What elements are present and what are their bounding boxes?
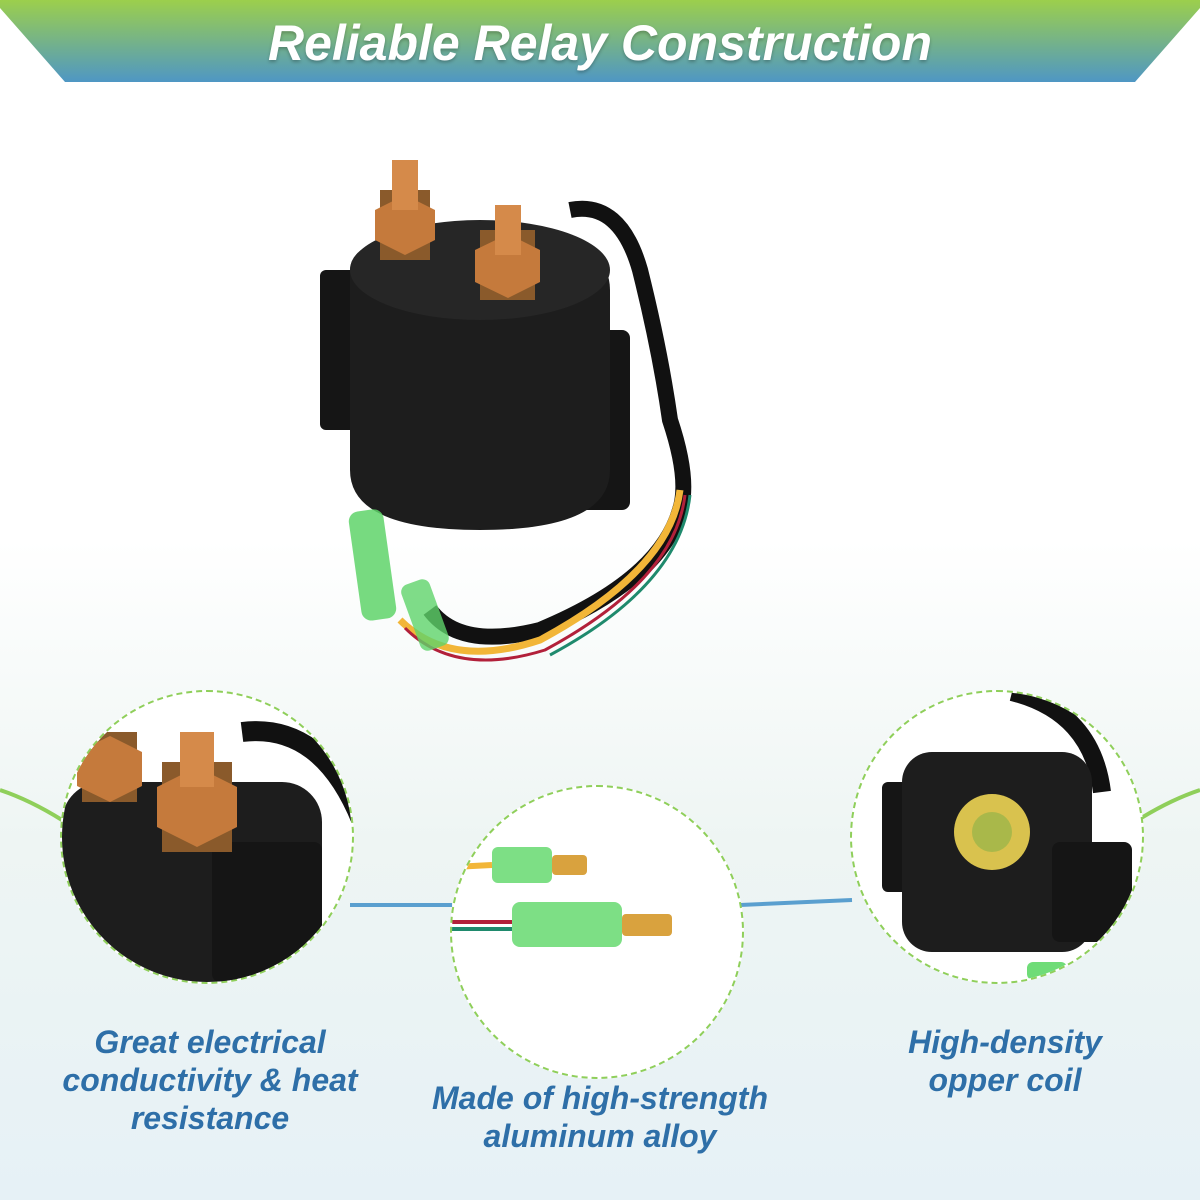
title-banner (0, 0, 1200, 82)
feature-caption-coil-line-1: High-density (908, 1024, 1102, 1060)
relay-image (320, 160, 692, 662)
page-title: Reliable Relay Construction (267, 15, 933, 71)
feature-caption-conductivity-line-3: resistance (130, 1100, 290, 1136)
feature-caption-conductivity-line-1: Great electrical (94, 1024, 326, 1060)
relay-terminal-detail-image (60, 690, 354, 984)
feature-caption-alloy-line-1: Made of high-strength (432, 1080, 768, 1116)
feature-caption-conductivity-line-2: conductivity & heat (62, 1062, 358, 1098)
connector-detail-image (450, 785, 744, 1079)
coil-detail-image (850, 690, 1144, 984)
feature-caption-coil-line-2: opper coil (928, 1062, 1082, 1098)
feature-caption-alloy-line-2: aluminum alloy (483, 1118, 717, 1154)
